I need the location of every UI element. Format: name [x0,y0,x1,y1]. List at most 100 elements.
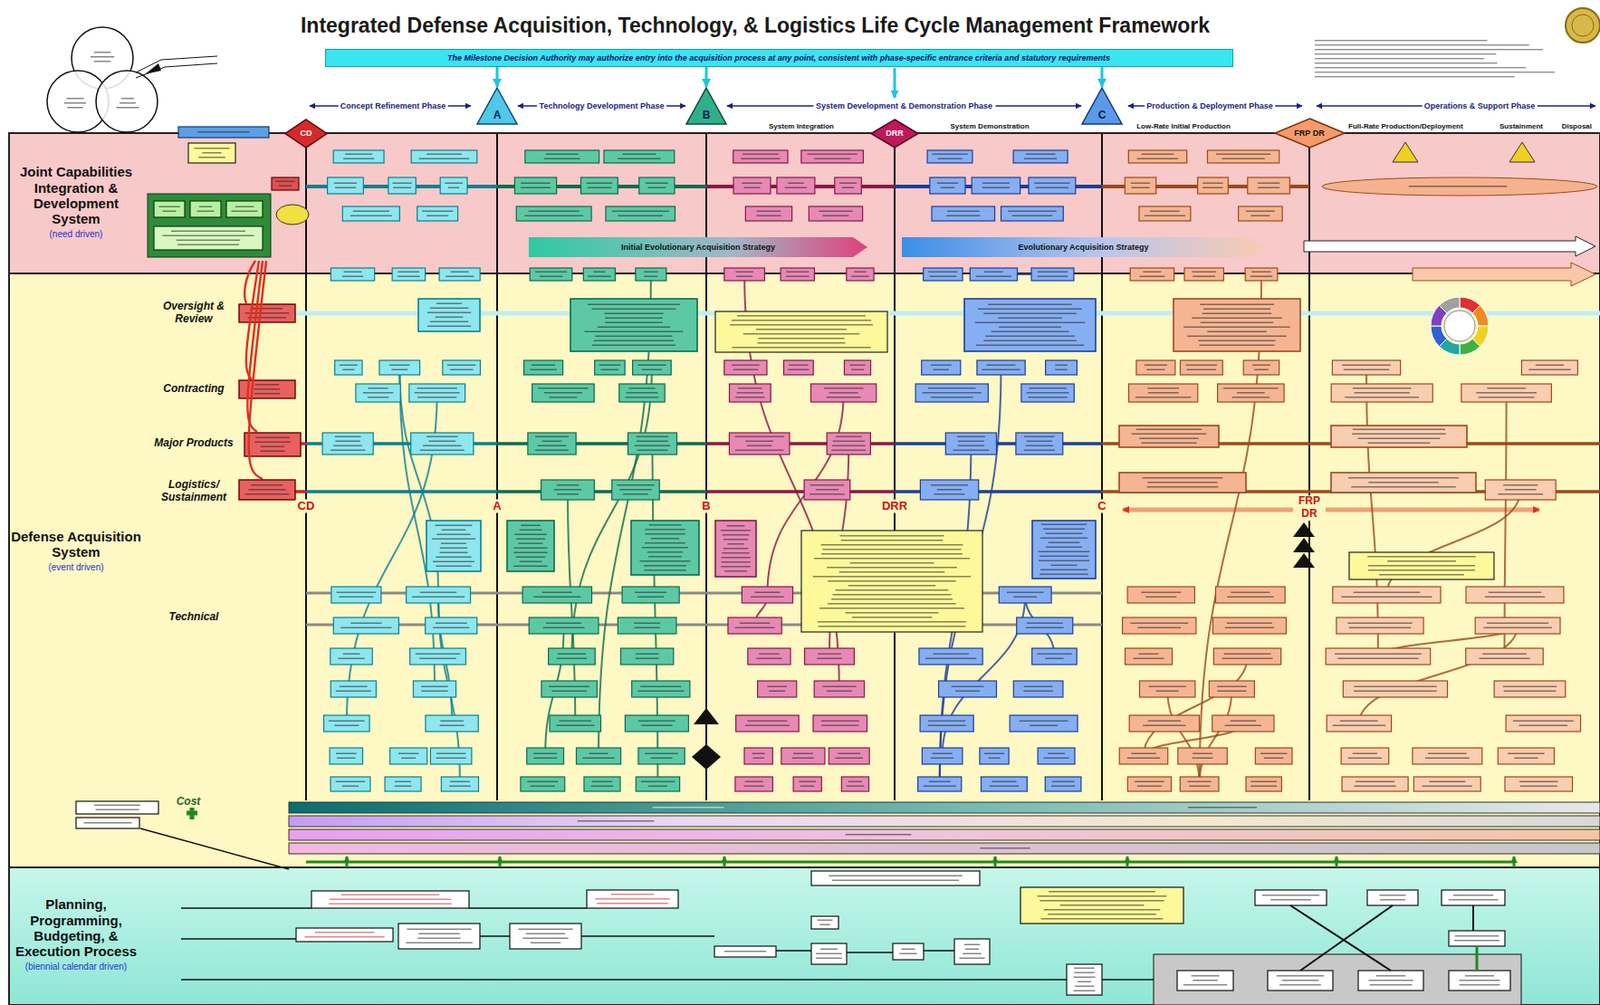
text-stroke [1052,781,1075,784]
process-box [335,360,363,375]
note-text-stroke [1314,48,1543,50]
text-stroke [731,319,872,322]
text-stroke [1038,551,1091,554]
product-box [631,520,700,575]
text-stroke [1187,369,1217,372]
text-stroke [1379,899,1406,901]
text-stroke [1147,387,1179,390]
text-stroke [985,335,1075,338]
text-stroke [1191,271,1216,274]
text-stroke [932,753,953,756]
jcids-band [9,133,1600,274]
text-stroke [1216,153,1271,156]
text-stroke [724,570,748,573]
text-stroke [1535,364,1564,367]
text-stroke [832,445,866,448]
text-stroke [852,616,932,619]
text-stroke [537,387,588,390]
process-box [843,360,871,375]
text-stroke [528,210,580,213]
process-box [632,680,690,698]
text-stroke [1519,781,1558,784]
text-stroke [343,158,374,161]
process-box [1217,383,1284,403]
text-stroke [997,317,1063,320]
text-stroke [1349,627,1411,630]
text-stroke [516,538,546,541]
text-stroke [1142,725,1186,728]
text-stroke [337,658,365,661]
text-stroke [530,785,556,788]
text-stroke [986,364,1016,367]
text-stroke [815,958,843,960]
text-stroke [589,753,609,756]
text-stroke [1040,537,1088,540]
text-stroke [315,931,375,934]
text-stroke [1026,392,1070,394]
process-box [724,268,766,281]
text-stroke [1221,158,1265,161]
strategy-arrow: Initial Evolutionary Acquisition Strateg… [528,237,868,258]
text-stroke [1048,891,1156,893]
process-box [808,206,863,221]
text-stroke [625,396,660,399]
process-box [583,268,615,281]
text-stroke [727,525,746,527]
text-stroke [839,535,944,537]
process-box [619,383,665,403]
process-box [624,715,689,732]
text-stroke [1148,392,1179,394]
process-box [1215,586,1285,604]
milestone-marker: C [1095,499,1108,514]
process-box [605,206,676,221]
shape-fill [901,237,1265,258]
ppbe-line [181,978,1067,981]
process-box [1028,177,1076,194]
text-stroke [1037,271,1068,274]
text-stroke [976,276,1012,278]
decision-diamond: CD [284,118,328,149]
text-stroke [1131,433,1207,436]
text-stroke [818,625,967,628]
entry-arrow [1101,67,1104,87]
process-box [1331,383,1433,403]
process-box [516,206,592,221]
text-stroke [558,720,592,723]
text-stroke [822,686,856,689]
text-stroke [594,898,671,901]
warning-triangle [1509,142,1535,163]
text-stroke [1425,757,1470,760]
text-stroke [1226,596,1274,599]
process-box [411,432,474,455]
flow-curve [571,367,652,657]
text-stroke [1142,477,1224,480]
text-stroke [928,271,959,274]
text-stroke [531,364,556,367]
product-box [1173,298,1301,352]
band-label: Planning, Programming, Budgeting, & Exec… [7,874,145,995]
ppbe-band [9,867,1600,1005]
text-stroke [951,686,985,689]
text-stroke [1136,429,1202,432]
process-box [525,150,600,163]
text-stroke [923,785,957,788]
shape-fill [477,87,518,125]
text-stroke [829,392,859,394]
process-box [1045,360,1078,375]
text-stroke [90,56,115,58]
text-stroke [787,182,805,185]
process-box [921,360,961,375]
text-stroke [1216,686,1247,689]
text-stroke [1513,757,1538,760]
text-stroke [529,369,556,372]
text-stroke [1145,596,1177,599]
shape-fill [285,119,327,148]
process-box [330,680,376,698]
cost-bar [288,843,1600,854]
funding-tick [723,856,727,868]
ppbe-line [846,951,893,954]
process-box [622,586,680,604]
process-box [1212,617,1286,634]
milestone-line [705,133,708,801]
text-stroke [826,566,958,569]
